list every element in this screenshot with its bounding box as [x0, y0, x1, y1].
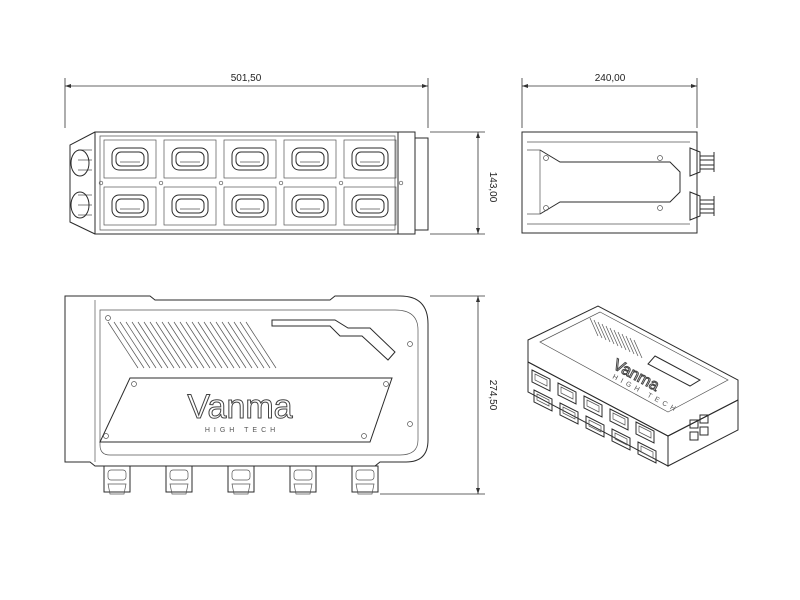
top-slot	[283, 186, 337, 226]
brand-tagline: HIGH TECH	[205, 427, 279, 434]
vent-slat	[155, 321, 187, 369]
dimension-front-height: 274,50	[380, 295, 498, 495]
iso-slot	[533, 389, 553, 412]
vent-slat	[131, 321, 163, 369]
logo-panel	[99, 377, 393, 443]
dimension-top-height: 143,00	[430, 131, 498, 235]
vent-slat	[239, 321, 271, 369]
top-slot	[103, 139, 157, 179]
top-slot	[163, 186, 217, 226]
front-view-body	[64, 295, 429, 467]
top-slot	[223, 186, 277, 226]
front-connector	[289, 465, 317, 495]
brand-logo: Vanma	[187, 388, 292, 426]
top-slot	[223, 139, 277, 179]
dimension-label-side-width: 240,00	[595, 73, 626, 84]
dimension-label-top-height: 143,00	[487, 172, 498, 203]
vent-slat	[179, 321, 211, 369]
iso-vent-slat	[613, 329, 623, 349]
iso-vent-slats	[589, 317, 643, 359]
iso-slot	[635, 421, 655, 444]
iso-slot	[637, 441, 657, 464]
iso-vent-slat	[621, 333, 631, 353]
iso-vent-slat	[625, 335, 635, 355]
iso-vent-slat	[593, 319, 603, 339]
dimension-side-width: 240,00	[521, 73, 698, 128]
iso-slot	[531, 369, 551, 392]
top-slot	[103, 186, 157, 226]
vent-slat	[119, 321, 151, 369]
front-vent-slats	[107, 321, 277, 369]
top-slot	[343, 186, 397, 226]
vent-slat	[209, 321, 241, 369]
iso-slot	[609, 408, 629, 431]
dimension-label-front-height: 274,50	[487, 380, 498, 411]
vent-slat	[113, 321, 145, 369]
iso-vent-slat	[589, 317, 599, 337]
vent-slat	[227, 321, 259, 369]
vent-slat	[143, 321, 175, 369]
vent-slat	[173, 321, 205, 369]
vent-slat	[233, 321, 265, 369]
vent-slat	[203, 321, 235, 369]
iso-slot-grid	[531, 369, 657, 464]
vent-slat	[137, 321, 169, 369]
isometric-view: Vanma HIGH TECH	[527, 305, 739, 467]
top-slot	[283, 139, 337, 179]
front-connector	[165, 465, 193, 495]
top-slot	[163, 139, 217, 179]
iso-vent-slat	[633, 339, 643, 359]
iso-slot	[611, 428, 631, 451]
side-terminals	[689, 147, 715, 221]
vent-slat	[221, 321, 253, 369]
front-connector	[351, 465, 379, 495]
iso-slot	[557, 382, 577, 405]
dimension-top-width: 501,50	[64, 73, 429, 128]
iso-vent-slat	[609, 327, 619, 347]
vent-slat	[161, 321, 193, 369]
iso-terminals	[689, 414, 709, 441]
vent-slat	[245, 321, 277, 369]
iso-slot	[585, 415, 605, 438]
front-view: Vanma HIGH TECH	[64, 295, 429, 495]
top-view: 501,50	[64, 73, 429, 235]
top-view-body	[94, 131, 399, 235]
iso-vent-slat	[629, 337, 639, 357]
dimension-label-top-width: 501,50	[231, 73, 262, 84]
front-connector	[227, 465, 255, 495]
vent-slat	[107, 321, 139, 369]
front-connector	[103, 465, 131, 495]
vent-slat	[215, 321, 247, 369]
iso-vent-slat	[597, 321, 607, 341]
vent-slat	[125, 321, 157, 369]
front-connector-row	[103, 465, 379, 495]
side-view-body	[521, 131, 698, 234]
iso-slot	[559, 402, 579, 425]
vent-slat	[149, 321, 181, 369]
vent-slat	[197, 321, 229, 369]
iso-vent-slat	[617, 331, 627, 351]
iso-vent-slat	[601, 323, 611, 343]
vent-slat	[167, 321, 199, 369]
top-view-slot-grid	[98, 139, 404, 226]
iso-vent-slat	[605, 325, 615, 345]
iso-slot	[583, 395, 603, 418]
side-view: 240,00	[521, 73, 715, 234]
top-slot	[343, 139, 397, 179]
vent-slat	[185, 321, 217, 369]
vent-slat	[191, 321, 223, 369]
